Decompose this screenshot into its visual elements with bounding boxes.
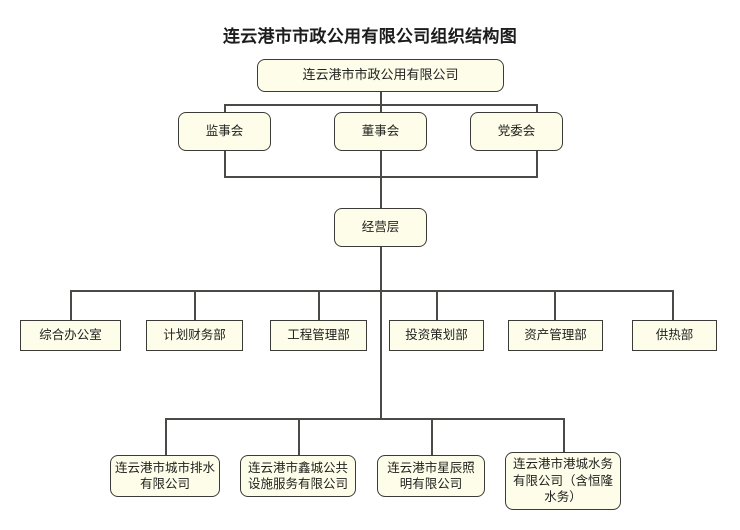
org-node-supervisory-board[interactable]: 监事会 [178, 112, 271, 151]
org-node-department-3[interactable]: 工程管理部 [270, 320, 367, 351]
connector-dept-drop-4 [436, 290, 438, 320]
connector-subsidiary-drop-2 [298, 418, 300, 456]
org-node-board-of-directors[interactable]: 董事会 [334, 112, 427, 151]
page-title: 连云港市市政公用有限公司组织结构图 [222, 27, 518, 47]
org-node-department-3-label: 工程管理部 [287, 327, 350, 343]
connector-subsidiary-drop-1 [165, 418, 167, 456]
org-node-party-committee[interactable]: 党委会 [470, 112, 563, 151]
org-node-department-2-label: 计划财务部 [163, 327, 226, 343]
org-node-department-1-label: 综合办公室 [39, 327, 102, 343]
org-node-department-6-label: 供热部 [655, 327, 694, 343]
org-node-subsidiary-4[interactable]: 连云港市港城水务有限公司（含恒隆水务） [505, 452, 621, 510]
org-node-board-of-directors-label: 董事会 [361, 123, 400, 139]
connector-dept-drop-3 [318, 290, 320, 320]
org-node-subsidiary-3[interactable]: 连云港市星辰照明有限公司 [377, 455, 485, 497]
connector-governance-drop-party [536, 104, 538, 112]
connector-governance-drop-supervisory [224, 104, 226, 112]
org-node-subsidiary-2-label: 连云港市鑫城公共设施服务有限公司 [247, 459, 348, 492]
connector-subsidiary-drop-3 [431, 418, 433, 456]
connector-subsidiaries-bus [165, 418, 564, 420]
connector-subsidiary-drop-4 [563, 418, 565, 456]
connector-directors-spine [380, 151, 382, 208]
org-node-department-4-label: 投资策划部 [405, 327, 468, 343]
org-node-subsidiary-1[interactable]: 连云港市城市排水有限公司 [110, 455, 220, 497]
org-node-subsidiary-4-label: 连云港市港城水务有限公司（含恒隆水务） [512, 456, 613, 505]
connector-dept-drop-6 [672, 290, 674, 320]
connector-supervisory-down [224, 151, 226, 177]
org-node-subsidiary-2[interactable]: 连云港市鑫城公共设施服务有限公司 [240, 455, 356, 497]
connector-management-spine [380, 247, 382, 419]
connector-dept-drop-1 [70, 290, 72, 320]
org-node-department-5-label: 资产管理部 [524, 327, 587, 343]
connector-dept-drop-5 [554, 290, 556, 320]
org-node-management-label: 经营层 [361, 219, 400, 235]
org-node-party-committee-label: 党委会 [497, 123, 536, 139]
org-node-subsidiary-3-label: 连云港市星辰照明有限公司 [387, 459, 475, 492]
connector-dept-drop-2 [194, 290, 196, 320]
org-node-management[interactable]: 经营层 [334, 208, 427, 247]
org-node-department-4[interactable]: 投资策划部 [389, 320, 484, 351]
connector-governance-drop-directors [380, 104, 382, 112]
org-node-supervisory-board-label: 监事会 [205, 123, 244, 139]
org-node-root[interactable]: 连云港市市政公用有限公司 [257, 59, 504, 92]
org-node-department-6[interactable]: 供热部 [632, 320, 717, 351]
org-node-root-label: 连云港市市政公用有限公司 [302, 67, 459, 83]
connector-root-down [380, 92, 382, 105]
org-node-department-2[interactable]: 计划财务部 [146, 320, 243, 351]
org-node-department-5[interactable]: 资产管理部 [508, 320, 603, 351]
connector-party-down [536, 151, 538, 177]
org-node-subsidiary-1-label: 连云港市城市排水有限公司 [115, 459, 216, 492]
connector-departments-bus [70, 290, 673, 292]
org-node-department-1[interactable]: 综合办公室 [20, 320, 121, 351]
